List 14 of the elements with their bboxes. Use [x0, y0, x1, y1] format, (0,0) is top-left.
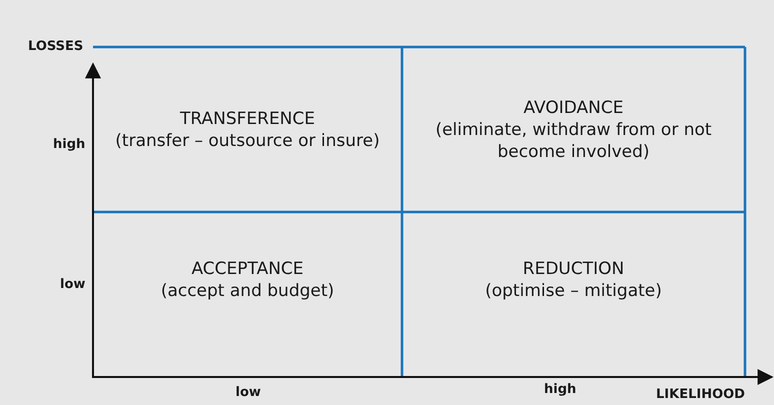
quadrant-heading: REDUCTION [522, 258, 624, 280]
axis-tick-label: low [60, 277, 86, 292]
quadrant-description: (transfer – outsource or insure) [115, 130, 380, 152]
quadrant-description: (accept and budget) [160, 280, 334, 302]
axis-tick-label: high [53, 137, 86, 152]
quadrant-description: (optimise – mitigate) [485, 280, 662, 302]
quadrant-heading: ACCEPTANCE [191, 258, 304, 280]
axis-title: LIKELIHOOD [656, 387, 745, 402]
axis-title: LOSSES [28, 39, 84, 54]
axis-tick-label: low [236, 385, 261, 400]
quadrant-description: (eliminate, withdraw from or not become involved) [434, 118, 713, 162]
quadrant-heading: TRANSFERENCE [180, 108, 316, 130]
axis-tick-label: high [544, 382, 576, 397]
quadrant-heading: AVOIDANCE [523, 96, 624, 118]
